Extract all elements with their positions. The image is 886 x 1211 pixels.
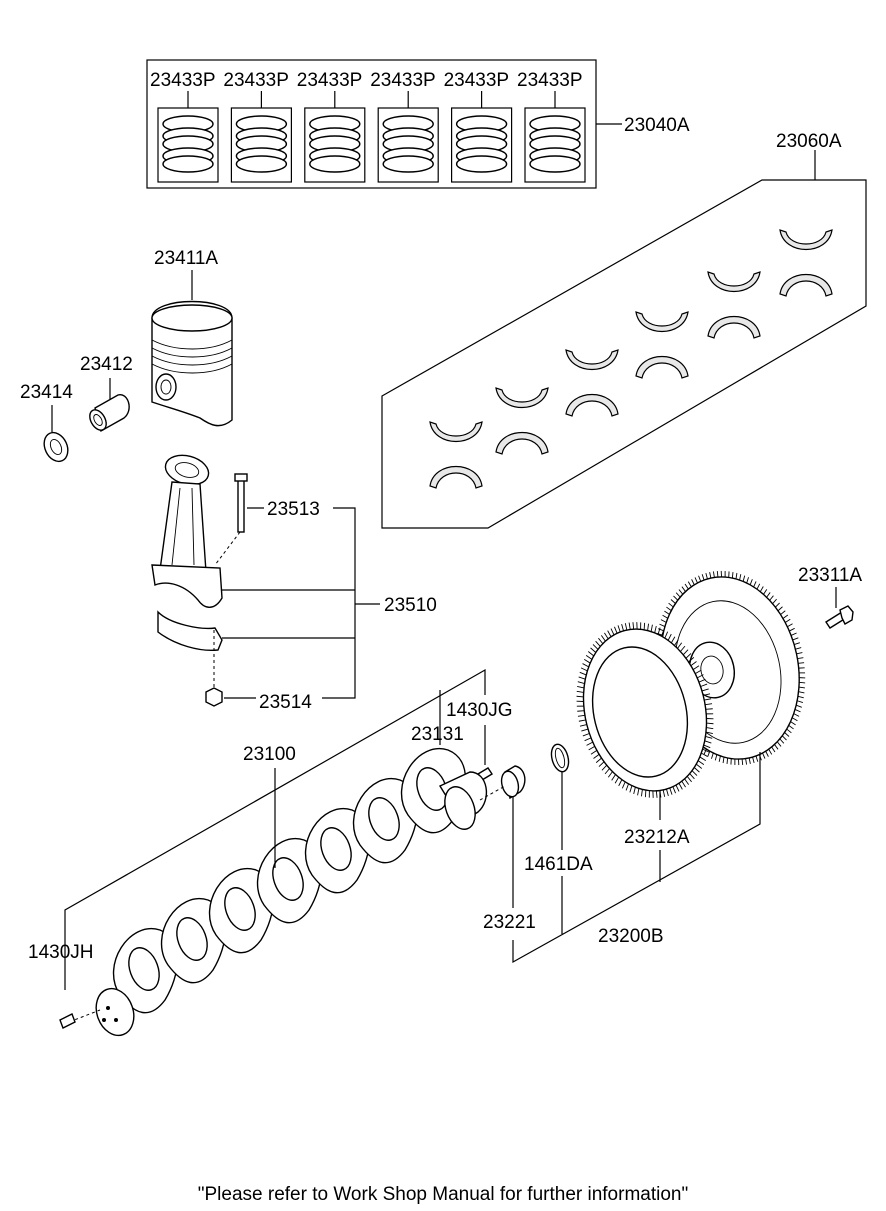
label-23060a[interactable]: 23060A (776, 131, 842, 152)
crank-journal (224, 887, 256, 931)
rod-bolt (237, 477, 245, 533)
ring-box (524, 107, 586, 183)
snap-ring: 23414 (20, 382, 73, 463)
rod-big-end (151, 564, 223, 608)
bearing-shell (635, 311, 689, 333)
label-1430jg[interactable]: 1430JG (446, 700, 513, 721)
piston-ring (455, 155, 508, 173)
label-23212a[interactable]: 23212A (624, 827, 690, 848)
label-23510[interactable]: 23510 (384, 595, 437, 616)
piston-ring (529, 155, 581, 173)
ring-gear-inner (591, 646, 689, 778)
label-23514[interactable]: 23514 (259, 692, 312, 713)
label-23433p[interactable]: 23433P (370, 70, 436, 91)
piston-ring (382, 155, 434, 173)
label-1430jh[interactable]: 1430JH (28, 942, 94, 963)
ring-box (304, 107, 366, 183)
seal-ring (550, 743, 570, 773)
label-23433p[interactable]: 23433P (150, 70, 216, 91)
ring-boxes: 23433P 23433P 23433P 23433P 23433P 23433P (150, 70, 586, 183)
label-23100[interactable]: 23100 (243, 744, 296, 765)
label-23131[interactable]: 23131 (411, 724, 464, 745)
piston-ring (235, 155, 288, 173)
piston-pin: 23412 (80, 354, 133, 433)
ring-box (157, 107, 219, 183)
snap-ring-shape (43, 431, 69, 463)
label-23433p[interactable]: 23433P (223, 70, 289, 91)
label-23433p[interactable]: 23433P (297, 70, 363, 91)
bearing-shell (495, 387, 549, 409)
main-bearing-set: 23060A (381, 131, 867, 529)
label-23412[interactable]: 23412 (80, 354, 133, 375)
connecting-rod: 23513 23510 23514 (151, 454, 437, 713)
label-23433p[interactable]: 23433P (517, 70, 583, 91)
label-23411a[interactable]: 23411A (154, 248, 218, 269)
crank-journal (272, 857, 304, 901)
bushing (500, 765, 526, 800)
flywheel-bolt: 23311A (798, 565, 862, 629)
crank-journal (176, 917, 208, 961)
crank-front-nose (95, 987, 135, 1037)
piston-ring (309, 155, 361, 173)
bearing-shell (707, 315, 761, 339)
ring-box (377, 107, 439, 183)
label-23311a[interactable]: 23311A (798, 565, 862, 586)
crank-journal (320, 827, 352, 871)
piston: 23411A (151, 248, 233, 427)
ring-box (451, 107, 513, 183)
label-23040a[interactable]: 23040A (624, 115, 690, 136)
piston-pin-bore (155, 373, 177, 401)
piston-crown (151, 304, 233, 332)
bearing-shell (429, 465, 483, 489)
label-23414[interactable]: 23414 (20, 382, 73, 403)
ring-gear-teeth (576, 622, 714, 798)
bearing-shell (635, 355, 689, 379)
ring-box (230, 107, 292, 183)
ring-gear (576, 622, 714, 798)
crank-throws (112, 747, 467, 1014)
pin-1430jh (59, 1013, 76, 1029)
seal-ring-shape (550, 743, 570, 773)
label-23221[interactable]: 23221 (483, 912, 536, 933)
label-23433p[interactable]: 23433P (444, 70, 510, 91)
piston-ring (162, 155, 214, 173)
crankshaft (59, 668, 506, 1037)
rod-nut (205, 687, 223, 707)
piston-ring-set: 23433P 23433P 23433P 23433P 23433P 23433P 230… (146, 59, 690, 189)
label-23513[interactable]: 23513 (267, 499, 320, 520)
bearing-shell (779, 229, 833, 251)
bearing-shell (565, 393, 619, 417)
bearing-shell (495, 431, 549, 455)
bearing-panel-outline (381, 179, 867, 529)
bearing-shells (429, 229, 833, 489)
bearing-shell (779, 273, 833, 297)
bearing-shell (429, 421, 483, 443)
rod-beam (159, 481, 207, 573)
crank-journal (368, 797, 400, 841)
bearing-shell (707, 271, 761, 293)
footer-note: "Please refer to Work Shop Manual for fu… (197, 1184, 689, 1205)
rod-cap (157, 610, 223, 652)
bearing-shell (565, 349, 619, 371)
crank-journal (128, 947, 160, 991)
label-23200b[interactable]: 23200B (598, 926, 664, 947)
label-1461da[interactable]: 1461DA (524, 854, 593, 875)
